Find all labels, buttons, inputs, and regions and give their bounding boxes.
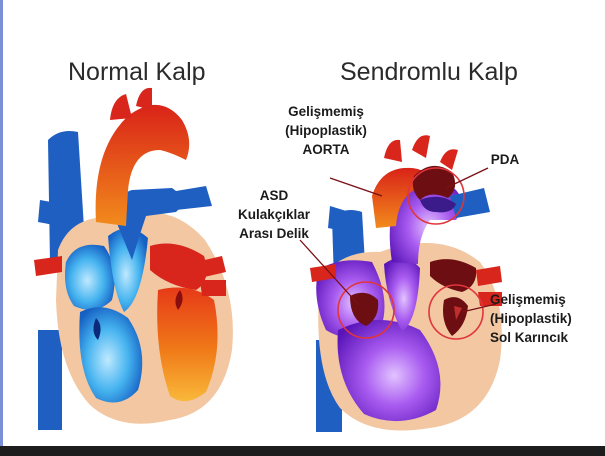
normal-right-atrium [65,245,115,310]
hypoplastic-lv-line-2: (Hipoplastik) [490,309,605,328]
asd-label: ASD Kulakçıklar Arası Delik [220,186,328,243]
hypoplastic-aorta-line-2: (Hipoplastik) [262,121,390,140]
hypoplastic-aorta-label: Gelişmemiş (Hipoplastik) AORTA [262,102,390,159]
normal-inferior-vena-cava [38,330,62,430]
hypoplastic-aorta-line-1: Gelişmemiş [262,102,390,121]
bottom-edge-strip [0,446,605,456]
normal-heart [34,88,233,430]
aorta-leader [330,178,382,196]
hypoplastic-lv-line-3: Sol Karıncık [490,328,605,347]
pda-label: PDA [480,150,530,169]
hypoplastic-aorta-line-3: AORTA [262,140,390,159]
hypoplastic-lv-line-1: Gelişmemiş [490,290,605,309]
hypoplastic-left-ventricle-label: Gelişmemiş (Hipoplastik) Sol Karıncık [490,290,605,347]
asd-line-2: Kulakçıklar [220,205,328,224]
asd-line-1: ASD [220,186,328,205]
asd-line-3: Arası Delik [220,224,328,243]
